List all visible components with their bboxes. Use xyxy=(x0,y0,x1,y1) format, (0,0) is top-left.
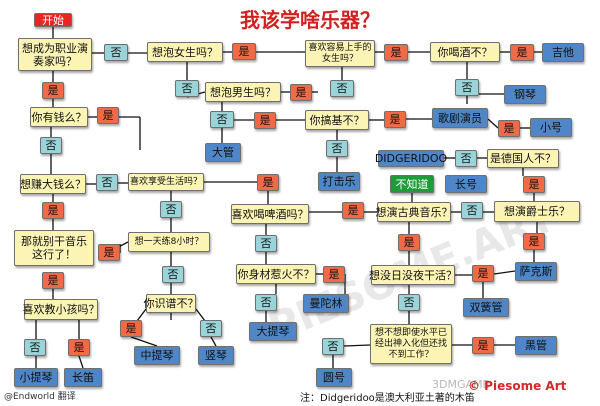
instrument-tuba: 大管 xyxy=(205,143,241,162)
instrument-mandolin: 曼陀林 xyxy=(303,294,349,313)
yes-box-19: 是 xyxy=(472,337,494,354)
no-box-17: 否 xyxy=(24,339,46,356)
no-box-2: 否 xyxy=(175,80,199,97)
no-box-3: 否 xyxy=(330,80,354,97)
question-no-job: 想不想即使水平已经出神入化但还找不到工作？ xyxy=(370,324,452,364)
translator-credit: @Endworld 翻译 xyxy=(4,392,76,402)
brand-logo: © Piesome Art xyxy=(468,379,567,393)
question-read-music: 你识谱不？ xyxy=(144,294,199,313)
no-box-11: 否 xyxy=(461,202,483,219)
instrument-opera: 歌剧演员 xyxy=(432,108,488,128)
instrument-bass: 大提琴 xyxy=(249,322,297,341)
yes-box-4: 是 xyxy=(42,82,64,99)
instrument-french-horn: 圆号 xyxy=(316,368,352,387)
yes-box-12: 是 xyxy=(398,234,420,251)
instrument-sax: 萨克斯 xyxy=(515,262,557,281)
instrument-violin: 小提琴 xyxy=(14,368,58,387)
yes-box-3: 是 xyxy=(510,44,534,61)
yes-box-13: 是 xyxy=(523,233,545,250)
yes-box-5a: 是 xyxy=(97,107,119,124)
start-box: 开始 xyxy=(34,13,72,27)
instrument-flute: 长笛 xyxy=(64,368,102,387)
question-enjoy-life: 喜欢享受生活吗？ xyxy=(128,173,204,191)
no-box-14: 否 xyxy=(255,294,277,311)
answer-quit-music: 那就别干音乐这行了！ xyxy=(14,230,94,266)
no-box-10: 否 xyxy=(160,201,182,218)
yes-box-15: 是 xyxy=(472,265,494,282)
question-rich: 你有钱么？ xyxy=(30,107,88,127)
yes-box-10: 是 xyxy=(523,176,545,193)
yes-box-18: 是 xyxy=(120,320,142,337)
unknown-box: 不知道 xyxy=(390,175,434,193)
yes-box-11: 是 xyxy=(342,202,364,219)
no-box-5: 否 xyxy=(210,111,234,128)
no-box-18: 否 xyxy=(322,338,344,355)
question-beer: 喜欢喝啤酒吗？ xyxy=(231,204,309,224)
no-box-6: 否 xyxy=(40,137,62,154)
no-box-15: 否 xyxy=(398,294,420,311)
question-jazz: 想演爵士乐？ xyxy=(494,201,580,222)
question-hot: 你身材惹火不？ xyxy=(236,264,316,284)
yes-box-5: 是 xyxy=(290,84,312,101)
no-box-12: 否 xyxy=(255,235,277,252)
no-box-4: 否 xyxy=(455,79,479,96)
no-box-9: 否 xyxy=(96,174,118,191)
question-kids: 喜欢教小孩吗？ xyxy=(23,299,100,320)
question-boys: 想泡男生吗？ xyxy=(205,82,281,102)
instrument-guitar: 吉他 xyxy=(542,43,584,62)
instrument-trombone: 长号 xyxy=(445,175,487,193)
instrument-piano: 钢琴 xyxy=(504,85,546,104)
yes-box-20: 是 xyxy=(68,339,90,356)
question-drink: 你喝酒不？ xyxy=(430,42,500,62)
footnote: 注：Didgeridoo是澳大利亚土著的木笛 xyxy=(300,393,475,404)
question-career: 想成为职业演奏家吗？ xyxy=(18,38,92,71)
question-money: 想赚大钱么？ xyxy=(20,174,86,194)
yes-box-1: 是 xyxy=(232,43,256,60)
instrument-didgeridoo: DIDGERIDOO xyxy=(374,150,448,167)
site-watermark: 3DMGAME xyxy=(432,378,490,391)
instrument-percussion: 打击乐 xyxy=(318,172,360,191)
no-box-1: 否 xyxy=(104,44,128,61)
question-work-hard: 想没日没夜干活？ xyxy=(369,265,457,285)
yes-box-8: 是 xyxy=(498,120,520,137)
yes-box-2: 是 xyxy=(384,44,408,61)
instrument-harp: 竖琴 xyxy=(198,346,234,365)
yes-box-17: 是 xyxy=(323,266,345,283)
question-german: 是德国人不？ xyxy=(487,149,559,168)
instrument-oboe: 双簧管 xyxy=(463,298,509,317)
question-gay: 你搞基不？ xyxy=(305,110,369,130)
question-8hours: 想一天练8小时？ xyxy=(128,232,210,252)
question-easy: 喜欢容易上手的女生吗？ xyxy=(305,40,375,67)
instrument-clarinet: 黑管 xyxy=(515,336,557,355)
yes-box-7: 是 xyxy=(384,111,406,128)
instrument-trumpet: 小号 xyxy=(530,118,572,137)
yes-box-11a: 是 xyxy=(42,202,64,219)
question-girls: 想泡女生吗？ xyxy=(147,42,223,62)
no-box-13: 否 xyxy=(162,266,184,283)
yes-box-14: 是 xyxy=(98,244,120,261)
instrument-viola: 中提琴 xyxy=(134,346,180,365)
page-title: 我该学啥乐器？ xyxy=(240,8,380,32)
no-box-8: 否 xyxy=(455,150,477,167)
yes-box-6: 是 xyxy=(254,112,276,129)
yes-box-16: 是 xyxy=(42,272,64,289)
no-box-16: 否 xyxy=(200,320,222,337)
no-box-7: 否 xyxy=(326,140,348,157)
yes-box-9: 是 xyxy=(257,174,279,191)
question-classical: 想演古典音乐？ xyxy=(376,202,453,222)
